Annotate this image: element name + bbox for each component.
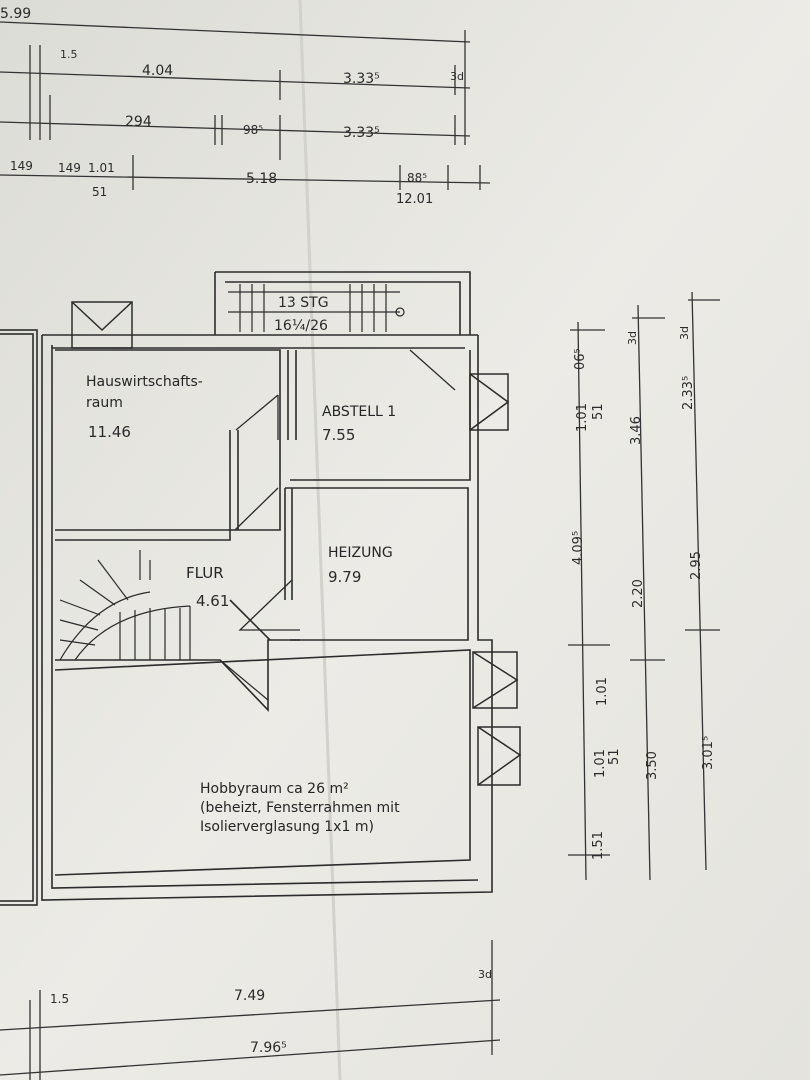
room-hobby-line2: (beheizt, Fensterrahmen mit [200,800,400,816]
svg-text:1.01: 1.01 [595,677,610,706]
room-hauswirtschaft-name-1: Hauswirtschafts- [86,374,203,390]
door-swings [219,349,456,701]
svg-text:2.95: 2.95 [689,551,704,580]
svg-text:2.33⁵: 2.33⁵ [681,376,696,410]
room-flur-area: 4.61 [196,592,229,610]
svg-text:51: 51 [591,403,606,420]
top-dimension-chains [0,21,491,190]
dim-top-small-1: 1.5 [60,48,78,61]
svg-text:51: 51 [607,748,622,765]
dim-top-small-2: 3d [450,70,464,83]
dim-top-r3-c: 1.01 [88,161,115,175]
stairs-label: 13 STG [278,295,329,311]
stairs-lower [59,550,191,661]
right-dim-col3: 3.01⁵ 2.95 2.33⁵ 3d [678,326,716,770]
dim-corner: 5.99 [0,6,31,22]
svg-text:3d: 3d [626,331,639,345]
dim-top-r2-c: 3.33⁵ [343,125,380,141]
right-dim-col2: 3.50 2.20 3.46 3d [626,331,660,780]
dim-top-r2-b: 98⁵ [243,123,263,137]
dim-bottom-a: 7.49 [234,988,265,1004]
svg-text:1.01: 1.01 [575,403,590,432]
room-hauswirtschaft-area: 11.46 [88,423,131,441]
room-abstell-area: 7.55 [322,426,355,444]
dim-top-r1-b: 3.33⁵ [343,71,380,87]
stairs-ratio: 16¼/26 [274,318,328,334]
room-heizung-area: 9.79 [328,568,361,586]
stairs-upper [228,284,405,332]
room-abstell-name: ABSTELL 1 [322,404,396,420]
room-hobby-line1: Hobbyraum ca 26 m² [200,781,349,797]
dim-top-r3-b: 149 [58,161,81,175]
svg-text:2.20: 2.20 [631,579,646,608]
svg-text:3.01⁵: 3.01⁵ [701,736,716,770]
dim-bottom-d: 3d [478,968,492,981]
svg-text:1.01: 1.01 [593,749,608,778]
dim-top-r3-d: 51 [92,185,107,199]
svg-text:1.51: 1.51 [591,831,606,860]
windows [71,301,522,786]
room-flur-name: FLUR [186,564,224,582]
dim-top-r2-a: 294 [125,114,152,130]
svg-text:4.09⁵: 4.09⁵ [571,531,586,565]
svg-text:3d: 3d [678,326,691,340]
dim-top-r3-e: 5.18 [246,171,277,187]
dim-bottom-b: 7.96⁵ [250,1040,287,1056]
right-dim-col1: 1.51 1.01 51 1.01 4.09⁵ 1.01 51 06⁵ [571,348,622,860]
svg-text:06⁵: 06⁵ [573,348,588,370]
svg-text:3.46: 3.46 [629,416,644,445]
right-dimension-chains [568,291,720,881]
room-heizung-name: HEIZUNG [328,545,393,561]
svg-text:3.50: 3.50 [645,751,660,780]
room-hobby-line3: Isolierverglasung 1x1 m) [200,819,374,835]
dim-bottom-c: 1.5 [50,992,69,1006]
room-hauswirtschaft-name-2: raum [86,395,123,411]
bottom-dimension-chains [0,940,501,1080]
dim-top-r3-g: 12.01 [396,192,433,207]
dim-top-r3-a: 149 [10,159,33,173]
dim-top-r1-a: 4.04 [142,63,173,79]
dim-top-r3-f: 88⁵ [407,171,427,185]
